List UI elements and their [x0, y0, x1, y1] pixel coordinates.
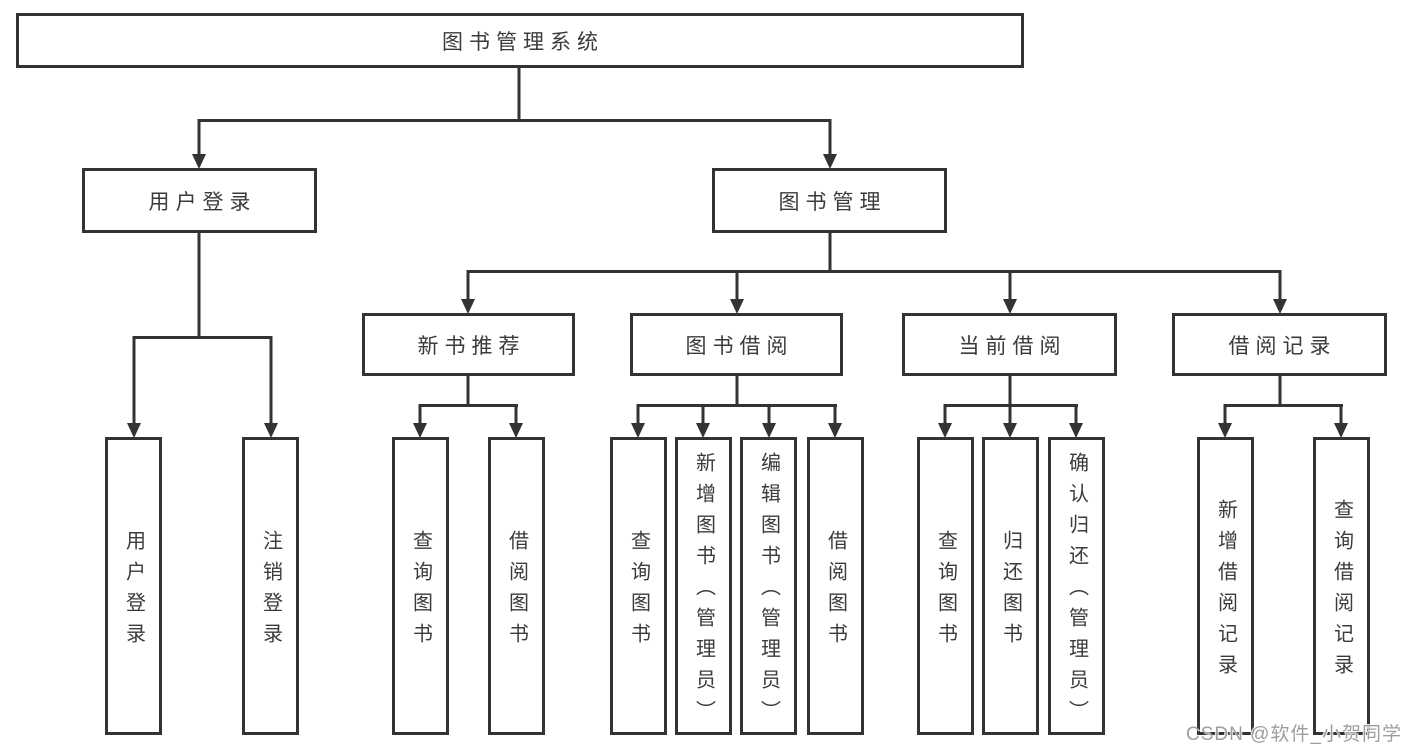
node-current-borrowing: 当前借阅: [902, 313, 1117, 376]
node-book-management-label: 图书管理: [778, 190, 887, 214]
leaf-borrow-books-recommend-label: 借阅图书: [505, 529, 528, 654]
watermark-text: CSDN @软件_小贺同学: [1186, 724, 1402, 745]
leaf-confirm-return-admin: 确认归还（管理员）: [1048, 437, 1105, 735]
leaf-logout-label: 注销登录: [259, 529, 282, 654]
leaf-query-books-borrowing: 查询图书: [610, 437, 667, 735]
leaf-user-login: 用户登录: [105, 437, 162, 735]
node-user-login-label: 用户登录: [148, 190, 257, 214]
node-new-book-recommend-label: 新书推荐: [417, 334, 526, 358]
leaf-add-book-admin: 新增图书（管理员）: [675, 437, 732, 735]
leaf-return-books: 归还图书: [982, 437, 1039, 735]
leaf-query-borrow-record-label: 查询借阅记录: [1330, 498, 1353, 685]
leaf-borrow-books-label: 借阅图书: [824, 529, 847, 654]
leaf-query-books-recommend: 查询图书: [392, 437, 449, 735]
node-book-borrowing-label: 图书借阅: [685, 334, 794, 358]
node-borrowing-records: 借阅记录: [1172, 313, 1387, 376]
leaf-borrow-books: 借阅图书: [807, 437, 864, 735]
leaf-return-books-label: 归还图书: [999, 529, 1022, 654]
node-book-borrowing: 图书借阅: [630, 313, 843, 376]
leaf-user-login-label: 用户登录: [122, 529, 145, 654]
leaf-logout: 注销登录: [242, 437, 299, 735]
node-current-borrowing-label: 当前借阅: [958, 334, 1067, 358]
leaf-edit-book-admin-label: 编辑图书（管理员）: [757, 452, 780, 731]
leaf-borrow-books-recommend: 借阅图书: [488, 437, 545, 735]
leaf-edit-book-admin: 编辑图书（管理员）: [740, 437, 797, 735]
leaf-add-borrow-record: 新增借阅记录: [1197, 437, 1254, 735]
leaf-add-borrow-record-label: 新增借阅记录: [1214, 498, 1237, 685]
node-new-book-recommend: 新书推荐: [362, 313, 575, 376]
leaf-query-borrow-record: 查询借阅记录: [1313, 437, 1370, 735]
leaf-add-book-admin-label: 新增图书（管理员）: [692, 452, 715, 731]
node-root: 图书管理系统: [16, 13, 1024, 68]
leaf-query-books-recommend-label: 查询图书: [409, 529, 432, 654]
node-root-label: 图书管理系统: [442, 30, 604, 54]
node-borrowing-records-label: 借阅记录: [1228, 334, 1337, 358]
node-book-management: 图书管理: [712, 168, 947, 233]
leaf-confirm-return-admin-label: 确认归还（管理员）: [1065, 452, 1088, 731]
leaf-query-books-borrowing-label: 查询图书: [627, 529, 650, 654]
leaf-query-books-current-label: 查询图书: [934, 529, 957, 654]
leaf-query-books-current: 查询图书: [917, 437, 974, 735]
node-user-login: 用户登录: [82, 168, 317, 233]
